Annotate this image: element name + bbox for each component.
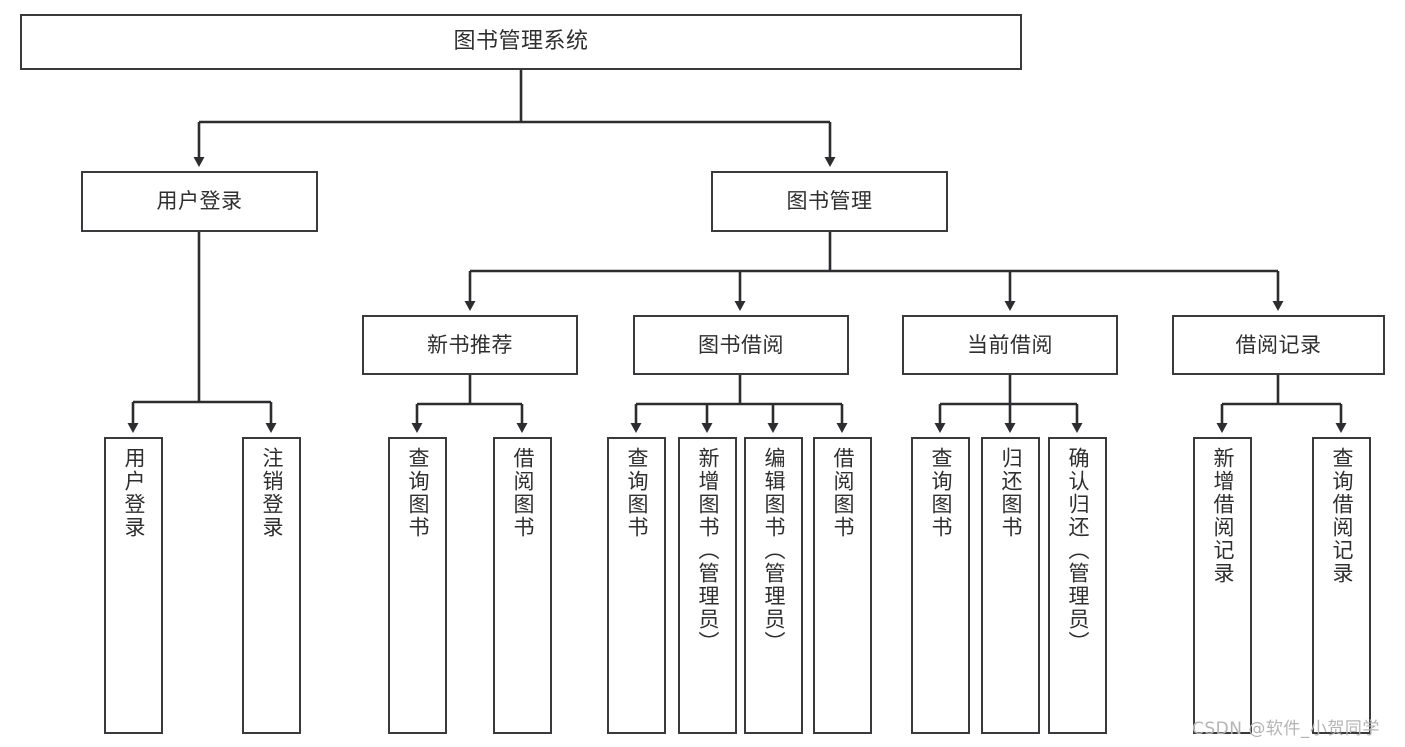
node-label: 图书借阅 [698,332,784,357]
node-leaf-add-book[interactable]: 新增图书（管理员） [678,437,737,734]
node-label: 借阅图书 [510,447,535,539]
node-leaf-add-record[interactable]: 新增借阅记录 [1193,437,1252,734]
node-leaf-borrow-book-2[interactable]: 借阅图书 [813,437,872,734]
node-book-borrow[interactable]: 图书借阅 [633,315,849,375]
node-book-management[interactable]: 图书管理 [711,171,948,232]
node-label: 借阅图书 [830,447,855,539]
node-leaf-logout-login[interactable]: 注销登录 [242,437,301,734]
node-label: 查询借阅记录 [1329,447,1354,585]
node-root-book-management-system[interactable]: 图书管理系统 [20,14,1022,70]
node-leaf-user-login[interactable]: 用户登录 [104,437,163,734]
node-user-login[interactable]: 用户登录 [81,171,318,232]
node-leaf-query-book-2[interactable]: 查询图书 [607,437,666,734]
node-label: 用户登录 [121,447,146,539]
node-label: 确认归还（管理员） [1065,447,1090,654]
node-label: 新增借阅记录 [1210,447,1235,585]
node-label: 用户登录 [156,189,243,214]
node-label: 查询图书 [405,447,430,539]
node-label: 当前借阅 [967,332,1053,357]
node-label: 借阅记录 [1235,332,1322,357]
node-label: 新增图书（管理员） [695,447,720,654]
node-leaf-borrow-book-1[interactable]: 借阅图书 [493,437,552,734]
node-borrow-record[interactable]: 借阅记录 [1172,315,1385,375]
csdn-watermark: CSDN @软件_小贺同学 [1192,719,1380,739]
node-current-borrow[interactable]: 当前借阅 [902,315,1118,375]
node-leaf-query-book-1[interactable]: 查询图书 [388,437,447,734]
node-label: 查询图书 [928,447,953,539]
node-label: 注销登录 [259,447,284,539]
node-leaf-confirm-return[interactable]: 确认归还（管理员） [1048,437,1107,734]
node-label: 查询图书 [624,447,649,539]
node-leaf-return-book[interactable]: 归还图书 [981,437,1040,734]
node-label: 新书推荐 [427,332,513,357]
node-label: 编辑图书（管理员） [761,447,786,654]
node-label: 图书管理系统 [453,29,589,55]
node-leaf-query-record[interactable]: 查询借阅记录 [1312,437,1371,734]
node-leaf-query-book-3[interactable]: 查询图书 [911,437,970,734]
node-leaf-edit-book[interactable]: 编辑图书（管理员） [744,437,803,734]
node-label: 归还图书 [998,447,1023,539]
node-new-book-recommend[interactable]: 新书推荐 [362,315,578,375]
node-label: 图书管理 [786,189,873,214]
